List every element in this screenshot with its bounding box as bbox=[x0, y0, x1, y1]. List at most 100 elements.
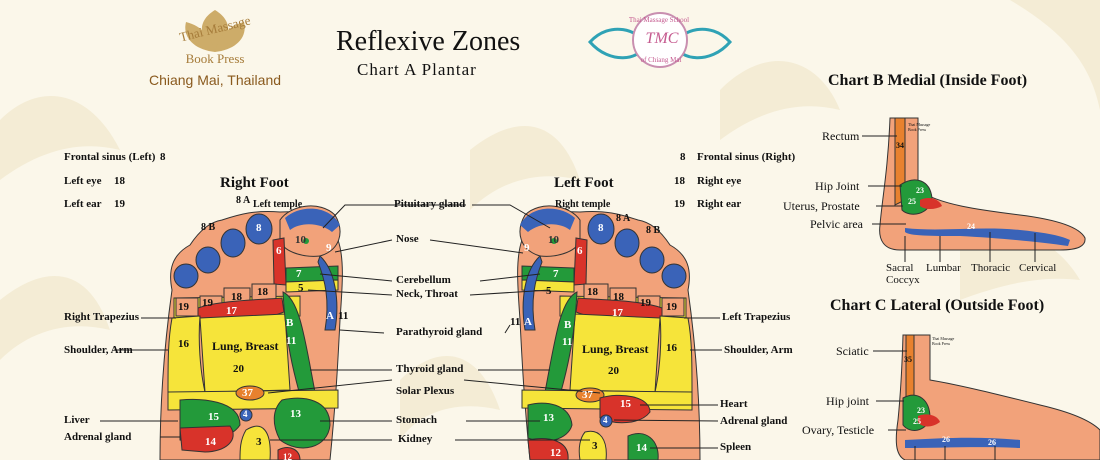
chart-c-label-ovary-testicle: Ovary, Testicle bbox=[802, 423, 875, 437]
chart-c-label-sciatic: Sciatic bbox=[836, 344, 869, 358]
rf-zone-13: 13 bbox=[290, 408, 301, 420]
rf-zone-19b: 19 bbox=[202, 297, 213, 309]
lf-zone-12: 12 bbox=[550, 447, 561, 459]
chart-b-label-sacral-coccyx: Sacral Coccyx bbox=[886, 262, 920, 286]
num-frontal-sinus-left: 8 bbox=[160, 151, 166, 163]
label-right-trapezius: Right Trapezius bbox=[64, 311, 140, 323]
chart-c-title: Chart C Lateral (Outside Foot) bbox=[830, 297, 1045, 314]
lf-zone-19: 19 bbox=[666, 301, 677, 313]
rf-mark-8a: 8 A bbox=[236, 195, 251, 206]
label-shoulder-arm-right: Shoulder, Arm bbox=[724, 344, 793, 356]
school-name-bottom: of Chiang Mai bbox=[640, 56, 682, 64]
chart-b-title: Chart B Medial (Inside Foot) bbox=[828, 72, 1028, 89]
rf-lung-breast: Lung, Breast bbox=[212, 339, 279, 353]
label-right-ear: Right ear bbox=[697, 198, 742, 210]
lf-zone-b: B bbox=[564, 319, 572, 331]
label-nose: Nose bbox=[396, 233, 419, 245]
rf-zone-18b: 18 bbox=[257, 286, 268, 298]
rf-zone-7: 7 bbox=[296, 268, 302, 280]
rf-zone-14: 14 bbox=[205, 436, 216, 448]
lf-zone-4: 4 bbox=[603, 415, 608, 425]
label-kidney: Kidney bbox=[398, 433, 433, 445]
left-foot-chart bbox=[517, 205, 701, 460]
chart-b-medial-foot bbox=[879, 117, 1086, 251]
rf-zone-37: 37 bbox=[242, 387, 253, 399]
lf-lung-breast: Lung, Breast bbox=[582, 342, 649, 356]
label-right-eye: Right eye bbox=[697, 175, 742, 187]
lf-zone-3: 3 bbox=[592, 440, 598, 452]
publisher-location: Chiang Mai, Thailand bbox=[148, 72, 282, 88]
rf-zone-4: 4 bbox=[243, 409, 248, 419]
rf-zone-19: 19 bbox=[178, 301, 189, 313]
lf-zone-10: 10 bbox=[548, 234, 559, 246]
chart-b-zone-24: 24 bbox=[967, 222, 975, 231]
lf-mark-8b: 8 B bbox=[646, 225, 661, 236]
lf-zone-14: 14 bbox=[636, 442, 647, 454]
label-cerebellum: Cerebellum bbox=[396, 274, 451, 286]
label-thyroid-gland: Thyroid gland bbox=[396, 363, 464, 375]
label-shoulder-arm-left: Shoulder, Arm bbox=[64, 344, 133, 356]
chart-b-label-uterus-prostate: Uterus, Prostate bbox=[783, 199, 860, 213]
rf-zone-12: 12 bbox=[283, 452, 292, 460]
chart-c-leader-lines bbox=[873, 350, 996, 460]
label-stomach: Stomach bbox=[396, 414, 437, 426]
chart-c-stamp: Thai Massage Book Press bbox=[932, 336, 955, 346]
rf-zone-17: 17 bbox=[226, 305, 237, 317]
rf-zone-a: A bbox=[326, 310, 334, 322]
lf-zone-5: 5 bbox=[546, 285, 552, 297]
chart-c-zone-35: 35 bbox=[904, 355, 912, 364]
num-left-ear: 19 bbox=[114, 198, 125, 210]
label-left-ear: Left ear bbox=[64, 198, 102, 210]
rf-zone-b: B bbox=[286, 317, 294, 329]
chart-c-lateral-foot bbox=[895, 334, 1100, 460]
school-ornament-logo bbox=[587, 12, 733, 68]
school-logo: Thai Massage School TMC of Chiang Mai bbox=[582, 10, 732, 80]
label-heart: Heart bbox=[720, 398, 748, 410]
label-left-eye: Left eye bbox=[64, 175, 102, 187]
label-frontal-sinus-right: Frontal sinus (Right) bbox=[697, 151, 796, 163]
chart-b-label-lumbar: Lumbar bbox=[926, 262, 961, 274]
rf-zone-11: 11 bbox=[286, 335, 297, 347]
right-foot-title: Right Foot bbox=[220, 175, 289, 191]
lf-zone-20: 20 bbox=[608, 365, 619, 377]
right-foot-chart bbox=[159, 205, 343, 460]
chart-b-zone-23: 23 bbox=[916, 186, 924, 195]
label-pituitary-gland: Pituitary gland bbox=[394, 198, 466, 210]
label-adrenal-gland-left: Adrenal gland bbox=[64, 431, 132, 443]
lf-mark-8a: 8 A bbox=[616, 213, 631, 224]
lf-zone-11: 11 bbox=[562, 336, 573, 348]
chart-b-stamp: Thai Massage Book Press bbox=[908, 122, 931, 132]
chart-b-label-cervical: Cervical bbox=[1019, 262, 1057, 274]
label-liver: Liver bbox=[64, 414, 90, 426]
rf-zone-20: 20 bbox=[233, 363, 244, 375]
chart-c-zone-25: 25 bbox=[913, 417, 921, 426]
rf-zone-15: 15 bbox=[208, 411, 219, 423]
num-frontal-sinus-right: 8 bbox=[680, 151, 686, 163]
lf-zone-7: 7 bbox=[553, 268, 559, 280]
chart-c-zone-26: 26 bbox=[942, 435, 950, 444]
chart-c-zone-26b: 26 bbox=[988, 438, 996, 447]
lf-zone-a: A bbox=[524, 316, 532, 328]
label-parathyroid-gland: Parathyroid gland bbox=[396, 326, 483, 338]
rf-mark-left-temple: Left temple bbox=[253, 199, 303, 210]
lf-zone-37: 37 bbox=[582, 389, 593, 401]
chart-b-label-hip-joint: Hip Joint bbox=[815, 179, 860, 193]
lf-zone-9: 9 bbox=[524, 242, 530, 254]
chart-c-zone-23: 23 bbox=[917, 406, 925, 415]
label-solar-plexus: Solar Plexus bbox=[396, 385, 455, 397]
lf-zone-18: 18 bbox=[613, 291, 624, 303]
lf-zone-6: 6 bbox=[577, 245, 583, 257]
lf-zone-17: 17 bbox=[612, 307, 623, 319]
publisher-logo: Thai Massage Book Press Chiang Mai, Thai… bbox=[140, 8, 290, 90]
poster-title: Reflexive Zones bbox=[336, 26, 521, 57]
label-neck-throat: Neck, Throat bbox=[396, 288, 458, 300]
num-right-ear: 19 bbox=[674, 198, 685, 210]
publisher-lotus-logo bbox=[185, 10, 245, 52]
chart-b-zone-34: 34 bbox=[896, 141, 904, 150]
left-foot-title: Left Foot bbox=[554, 175, 614, 191]
num-right-eye: 18 bbox=[674, 175, 685, 187]
rf-zone-18: 18 bbox=[231, 291, 242, 303]
school-monogram: TMC bbox=[645, 30, 679, 47]
